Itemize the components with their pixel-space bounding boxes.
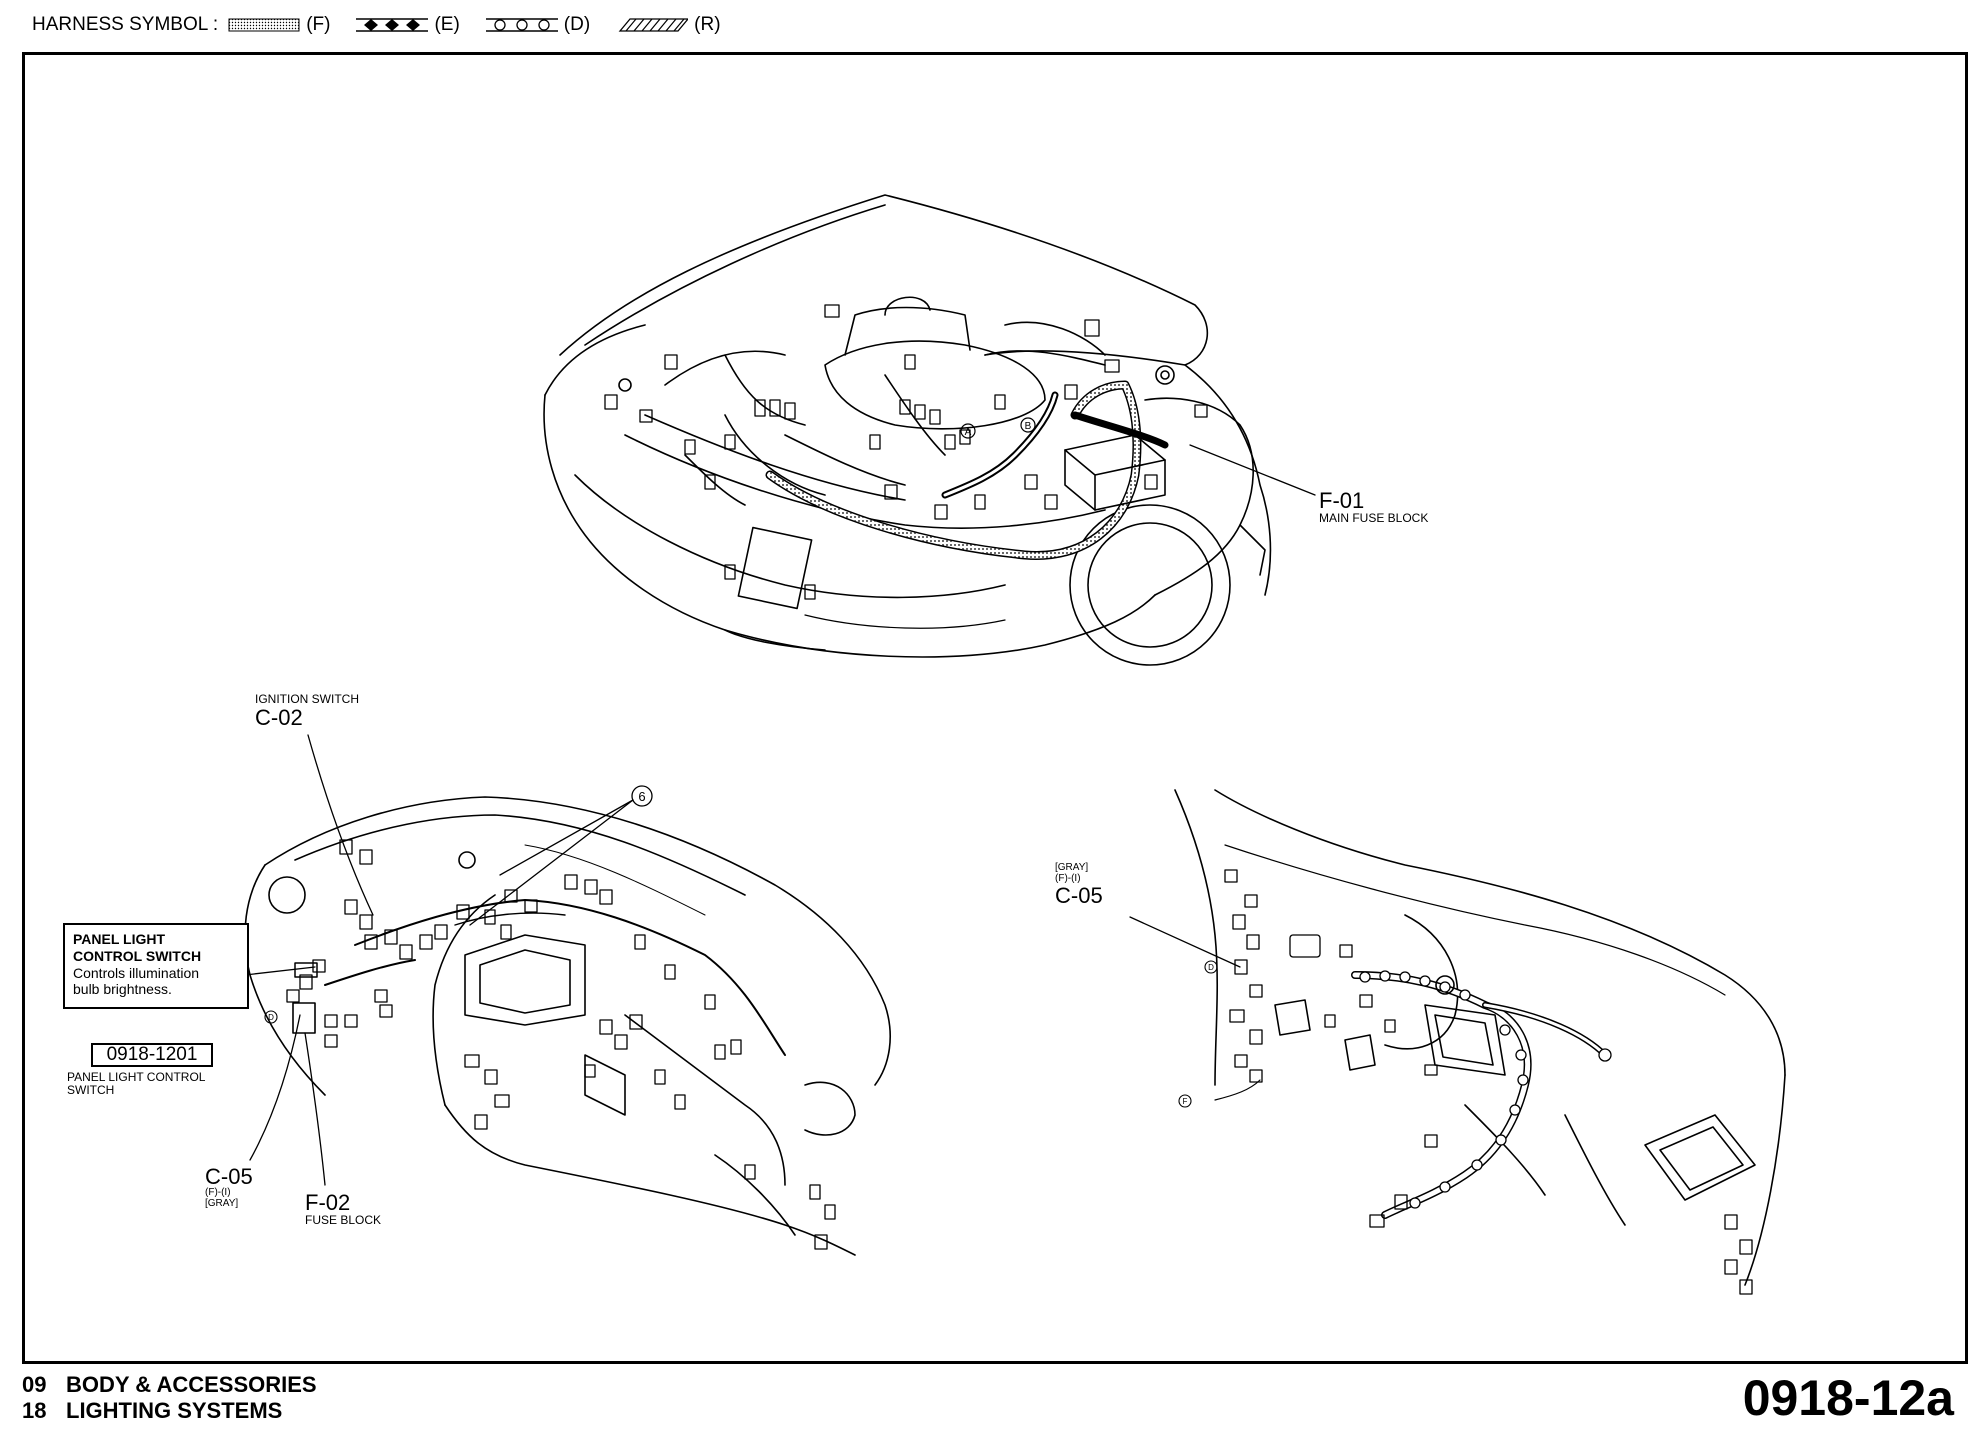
marker-a: A — [960, 423, 976, 439]
reference-name: PANEL LIGHT CONTROL SWITCH — [67, 1071, 205, 1096]
plc-desc-1: Controls illumination — [73, 964, 200, 981]
harness-symbol-legend: HARNESS SYMBOL : (F) (E) (D) (R) — [32, 10, 737, 40]
page-number: 0918-12a — [1742, 1370, 1954, 1426]
hatched-harness-icon — [618, 18, 689, 32]
c05-right-code: C-05 — [1055, 883, 1103, 908]
c05-left-color: [GRAY] — [205, 1197, 239, 1209]
c05-right-color: [GRAY] — [1055, 862, 1089, 873]
plc-desc-2: bulb brightness. — [73, 981, 172, 998]
driver-side-drawing — [1129, 789, 1786, 1295]
marker-d-left: D — [264, 1010, 278, 1024]
legend-code-r: (R) — [694, 14, 721, 35]
f01-label: F-01 MAIN FUSE BLOCK — [1319, 489, 1428, 525]
reference-name-1: PANEL LIGHT CONTROL — [67, 1070, 206, 1084]
section-footer: 09 BODY & ACCESSORIES 18 LIGHTING SYSTEMS — [22, 1372, 317, 1424]
f02-label: F-02 FUSE BLOCK — [305, 1191, 381, 1227]
diamond-harness-icon — [356, 18, 429, 32]
instrument-panel-drawing — [200, 734, 891, 1256]
legend-code-e: (E) — [434, 14, 460, 35]
marker-d-right: D — [1204, 960, 1218, 974]
f01-name: MAIN FUSE BLOCK — [1319, 511, 1429, 526]
f02-name: FUSE BLOCK — [305, 1213, 382, 1228]
legend-code-f: (F) — [306, 14, 331, 35]
f02-code: F-02 — [305, 1190, 351, 1215]
c05-left-sub: (F)-(I) — [205, 1187, 231, 1199]
section-title-1: BODY & ACCESSORIES — [66, 1372, 317, 1397]
dotted-harness-icon — [228, 18, 300, 32]
marker-b: B — [1020, 417, 1036, 433]
svg-text:D: D — [268, 1013, 274, 1022]
section-line-1: 09 BODY & ACCESSORIES — [22, 1372, 317, 1398]
legend-title: HARNESS SYMBOL : — [32, 14, 219, 35]
plc-title-1: PANEL LIGHT — [73, 931, 166, 947]
plc-title-2: CONTROL SWITCH — [73, 947, 202, 964]
callout-6: 6 — [631, 785, 653, 807]
svg-text:F: F — [1183, 1097, 1188, 1106]
svg-text:6: 6 — [638, 789, 645, 804]
marker-f-right: F — [1178, 1094, 1192, 1108]
section-line-2: 18 LIGHTING SYSTEMS — [22, 1398, 317, 1424]
reference-name-2: SWITCH — [67, 1082, 115, 1097]
section-number-1: 09 — [22, 1372, 47, 1397]
c02-desc: IGNITION SWITCH — [255, 692, 359, 706]
section-title-2: LIGHTING SYSTEMS — [66, 1398, 283, 1423]
c05-right-label: [GRAY] (F)-(I) C-05 — [1055, 862, 1103, 908]
engine-compartment-drawing — [543, 194, 1316, 666]
svg-text:B: B — [1025, 421, 1032, 432]
c02-label: IGNITION SWITCH C-02 — [255, 693, 359, 729]
section-number-2: 18 — [22, 1398, 47, 1423]
svg-text:A: A — [965, 427, 972, 438]
panel-light-control-switch-note: PANEL LIGHT CONTROL SWITCH Controls illu… — [63, 923, 249, 1009]
svg-text:D: D — [1208, 963, 1214, 972]
diagram-frame: A B — [22, 52, 1968, 1364]
reference-code-box: 0918-1201 — [91, 1043, 213, 1067]
c05-right-sub: (F)-(I) — [1055, 872, 1081, 884]
c05-left-label: C-05 (F)-(I) [GRAY] — [205, 1165, 253, 1209]
circle-harness-icon — [485, 18, 558, 32]
c05-left-code: C-05 — [205, 1164, 253, 1189]
legend-code-d: (D) — [563, 14, 591, 35]
f01-code: F-01 — [1319, 488, 1365, 513]
c02-code: C-02 — [255, 704, 303, 730]
